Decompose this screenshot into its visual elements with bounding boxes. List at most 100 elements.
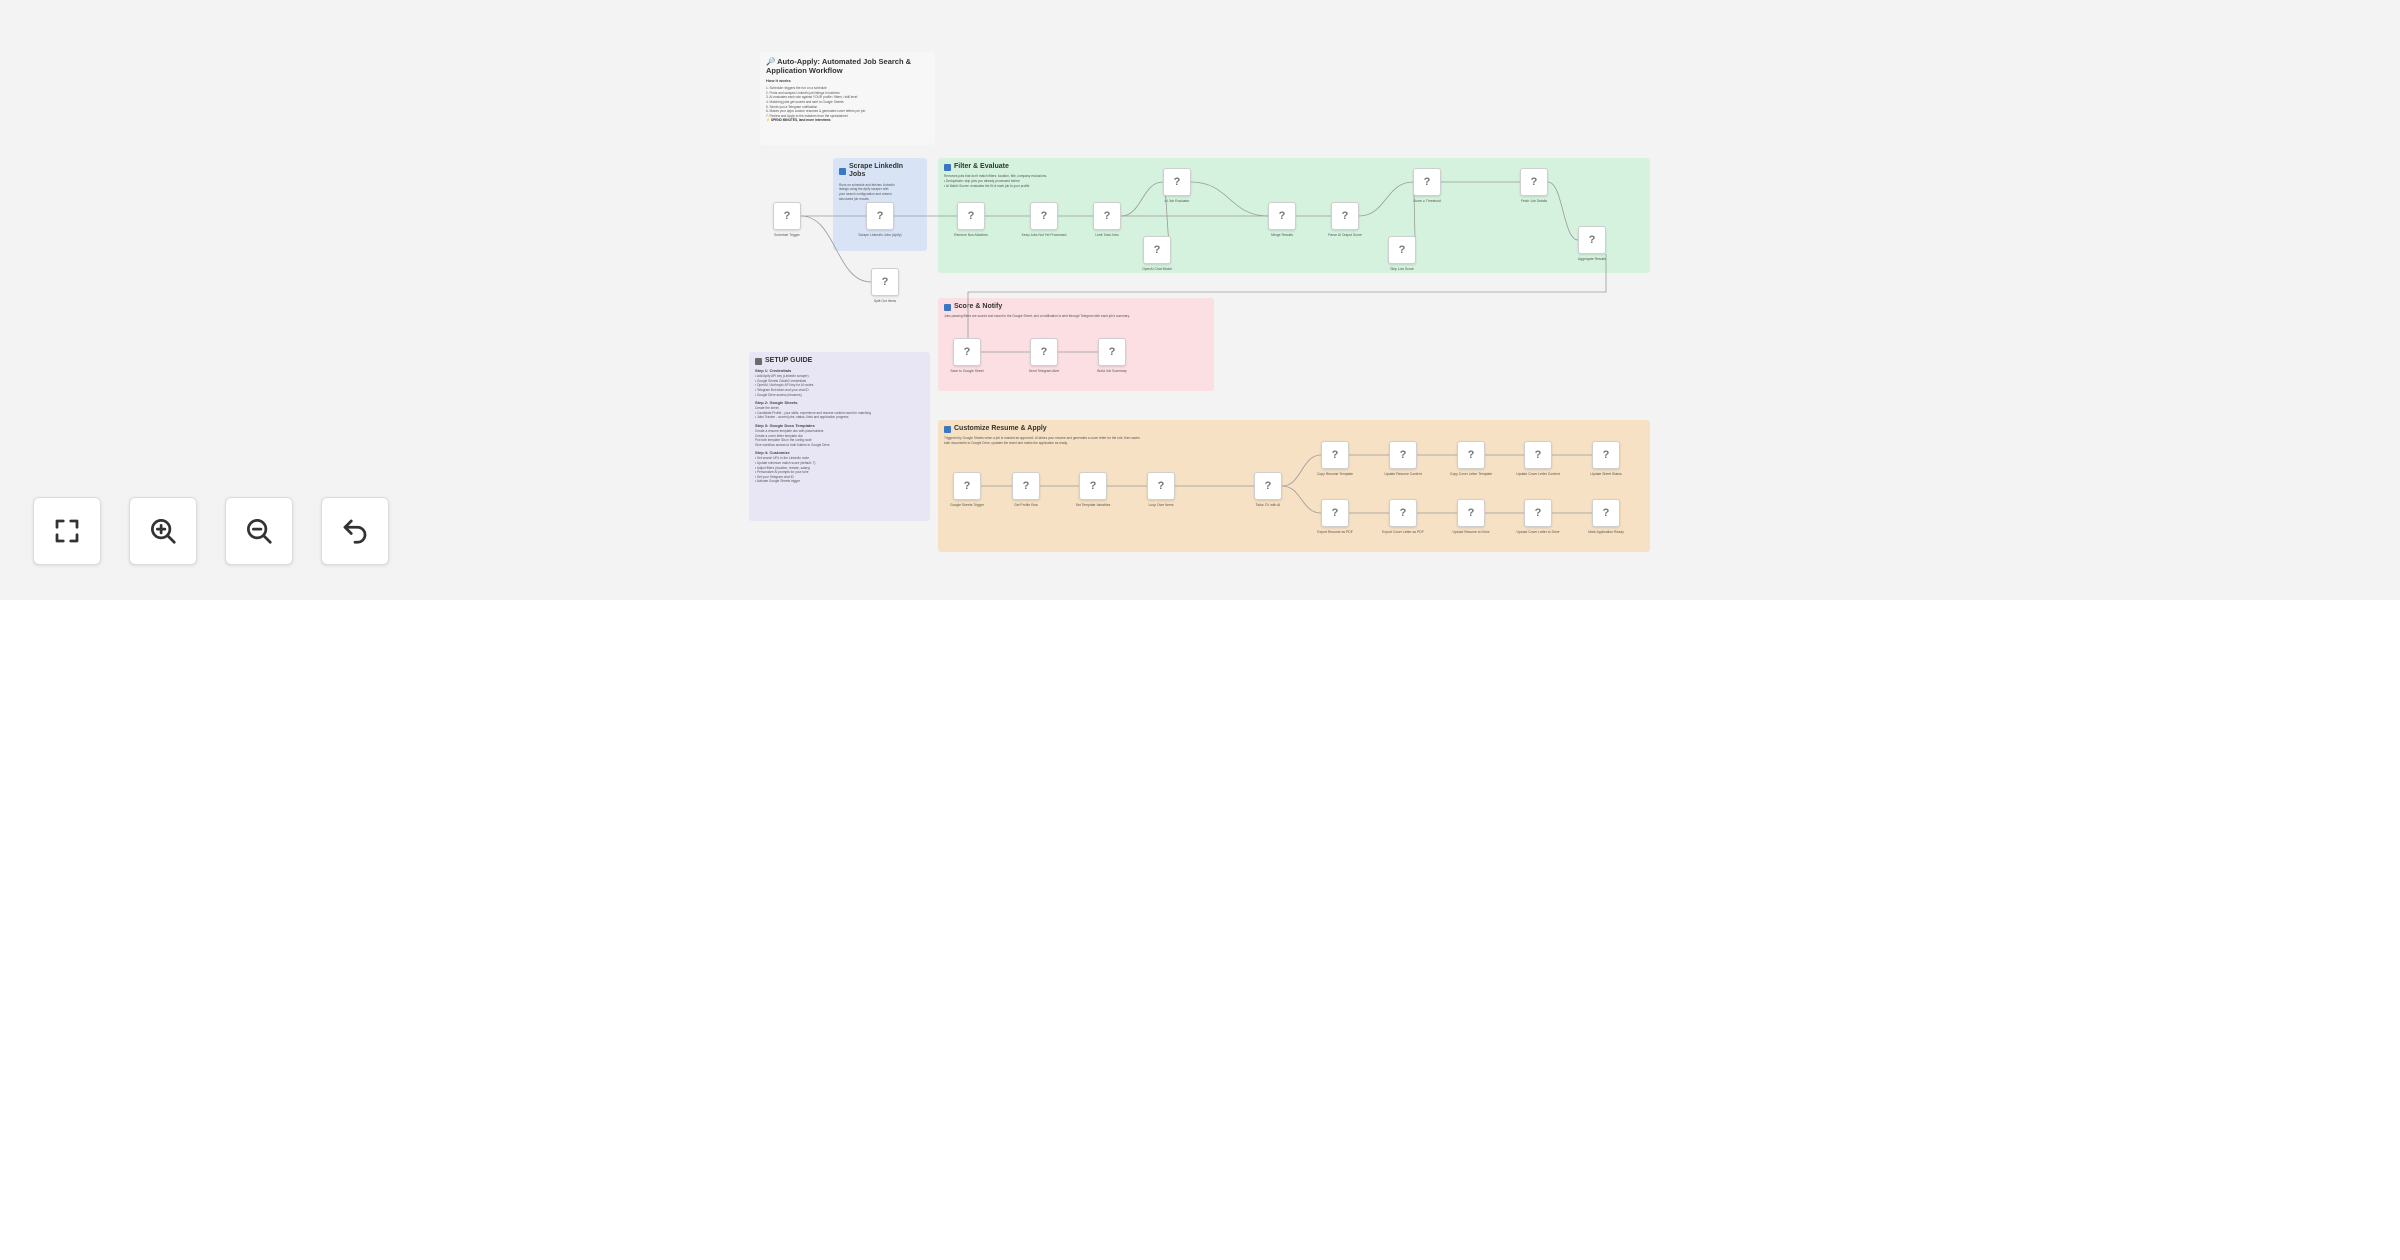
unknown-node-icon: ? [1103, 210, 1111, 222]
workflow-node-filter-basic[interactable]: ? [957, 202, 985, 230]
node-label: Update Sheet Status [1590, 472, 1622, 476]
workflow-node-final[interactable]: ? [1592, 499, 1620, 527]
fit-view-button[interactable] [33, 497, 101, 565]
workflow-node-sheet[interactable]: ? [953, 338, 981, 366]
workflow-node-export-cover[interactable]: ? [1389, 499, 1417, 527]
node-label: Tailor CV with AI [1255, 503, 1281, 507]
workflow-node-dedupe[interactable]: ? [1030, 202, 1058, 230]
workflow-node-copy-resume[interactable]: ? [1321, 441, 1349, 469]
workflow-node-split[interactable]: ? [871, 268, 899, 296]
workflow-node-aggregate[interactable]: ? [1578, 226, 1606, 254]
sticky-note-setup-guide[interactable]: SETUP GUIDE Step 1: Credentials • Add Ap… [749, 352, 930, 521]
workflow-node-copy-cover[interactable]: ? [1457, 441, 1485, 469]
workflow-node-notify[interactable]: ? [1030, 338, 1058, 366]
node-label: Keep Jobs Not Yet Processed [1021, 233, 1067, 237]
unknown-node-icon: ? [967, 210, 975, 222]
unknown-node-icon: ? [1153, 244, 1161, 256]
unknown-node-icon: ? [1530, 176, 1538, 188]
workflow-node-summary[interactable]: ? [1098, 338, 1126, 366]
workflow-node-upload-cover[interactable]: ? [1524, 499, 1552, 527]
workflow-node-model[interactable]: ? [1143, 236, 1171, 264]
node-label: Set Template Variables [1075, 503, 1111, 507]
unknown-node-icon: ? [1040, 346, 1048, 358]
undo-button[interactable] [321, 497, 389, 565]
workflow-node-export-resume[interactable]: ? [1321, 499, 1349, 527]
node-label: Parse AI Output Score [1328, 233, 1362, 237]
workflow-node-merge[interactable]: ? [1268, 202, 1296, 230]
setup-title: SETUP GUIDE [765, 357, 813, 364]
node-label: Update Resume Content [1384, 472, 1422, 476]
workflow-node-trigger[interactable]: ? [773, 202, 801, 230]
node-label: Send Telegram Alert [1028, 369, 1060, 373]
node-label: Update Cover Letter Content [1516, 472, 1560, 476]
unknown-node-icon: ? [1399, 449, 1407, 461]
scrape-body: Runs on schedule and fetches LinkedIn li… [839, 182, 895, 201]
node-label: Copy Resume Template [1316, 472, 1354, 476]
node-label: Split Out Items [873, 299, 897, 303]
section-icon [944, 163, 951, 171]
node-label: Mark Application Ready [1588, 530, 1624, 534]
node-label: Upload Cover Letter to Drive [1516, 530, 1560, 534]
workflow-node-loop[interactable]: ? [1147, 472, 1175, 500]
zoom-in-icon [151, 519, 176, 544]
workflow-node-limit[interactable]: ? [1093, 202, 1121, 230]
unknown-node-icon: ? [963, 346, 971, 358]
node-label: Schedule Trigger [774, 233, 800, 237]
workflow-node-scrape[interactable]: ? [866, 202, 894, 230]
unknown-node-icon: ? [881, 276, 889, 288]
workflow-node-upload-resume[interactable]: ? [1457, 499, 1485, 527]
overview-title: 🔎 Auto-Apply: Automated Job Search & App… [766, 57, 912, 75]
node-label: Skip Low Score [1390, 267, 1414, 271]
apply-title: Customize Resume & Apply [954, 425, 1047, 432]
unknown-node-icon: ? [1157, 480, 1165, 492]
node-label: Merge Results [1271, 233, 1293, 237]
unknown-node-icon: ? [1341, 210, 1349, 222]
node-label: Copy Cover Letter Template [1449, 472, 1493, 476]
sticky-note-overview[interactable]: 🔎 Auto-Apply: Automated Job Search & App… [760, 52, 935, 145]
workflow-node-gs-trigger[interactable]: ? [953, 472, 981, 500]
unknown-node-icon: ? [1534, 507, 1542, 519]
workflow-node-sheet-update[interactable]: ? [1592, 441, 1620, 469]
unknown-node-icon: ? [1278, 210, 1286, 222]
workflow-node-aiagent[interactable]: ? [1163, 168, 1191, 196]
filter-title: Filter & Evaluate [954, 163, 1009, 170]
node-label: Aggregate Results [1578, 257, 1606, 261]
section-icon [944, 425, 951, 433]
unknown-node-icon: ? [1108, 346, 1116, 358]
node-label: OpenAI Chat Model [1142, 267, 1172, 271]
unknown-node-icon: ? [1264, 480, 1272, 492]
filter-body: Removes jobs that don't match filters: l… [944, 174, 1048, 188]
workflow-node-update-resume[interactable]: ? [1389, 441, 1417, 469]
unknown-node-icon: ? [1602, 507, 1610, 519]
score-body: Jobs passing filters are scored and save… [944, 314, 1130, 319]
node-label: Scrape LinkedIn Jobs (Apify) [858, 233, 902, 237]
section-icon [839, 167, 846, 175]
unknown-node-icon: ? [963, 480, 971, 492]
workflow-node-ifscore[interactable]: ? [1413, 168, 1441, 196]
unknown-node-icon: ? [1423, 176, 1431, 188]
workflow-node-skip[interactable]: ? [1388, 236, 1416, 264]
setup-body: Step 1: Credentials • Add Apify API key … [755, 368, 871, 484]
workflow-node-agent[interactable]: ? [1254, 472, 1282, 500]
workflow-node-fetch[interactable]: ? [1520, 168, 1548, 196]
workflow-node-setvars[interactable]: ? [1079, 472, 1107, 500]
node-label: Upload Resume to Drive [1452, 530, 1490, 534]
zoom-out-button[interactable] [225, 497, 293, 565]
undo-icon [343, 519, 367, 544]
workflow-node-getrow[interactable]: ? [1012, 472, 1040, 500]
fit-view-icon [55, 519, 79, 543]
zoom-out-icon [247, 519, 272, 544]
unknown-node-icon: ? [1022, 480, 1030, 492]
zoom-in-button[interactable] [129, 497, 197, 565]
unknown-node-icon: ? [1399, 507, 1407, 519]
workflow-node-update-cover[interactable]: ? [1524, 441, 1552, 469]
workflow-node-parse[interactable]: ? [1331, 202, 1359, 230]
node-label: Get Profile Row [1014, 503, 1038, 507]
workflow-canvas[interactable]: 🔎 Auto-Apply: Automated Job Search & App… [0, 0, 2400, 600]
unknown-node-icon: ? [1331, 507, 1339, 519]
unknown-node-icon: ? [1467, 507, 1475, 519]
unknown-node-icon: ? [1534, 449, 1542, 461]
unknown-node-icon: ? [1588, 234, 1596, 246]
node-label: AI Job Evaluator [1164, 199, 1190, 203]
node-label: Export Cover Letter as PDF [1382, 530, 1424, 534]
